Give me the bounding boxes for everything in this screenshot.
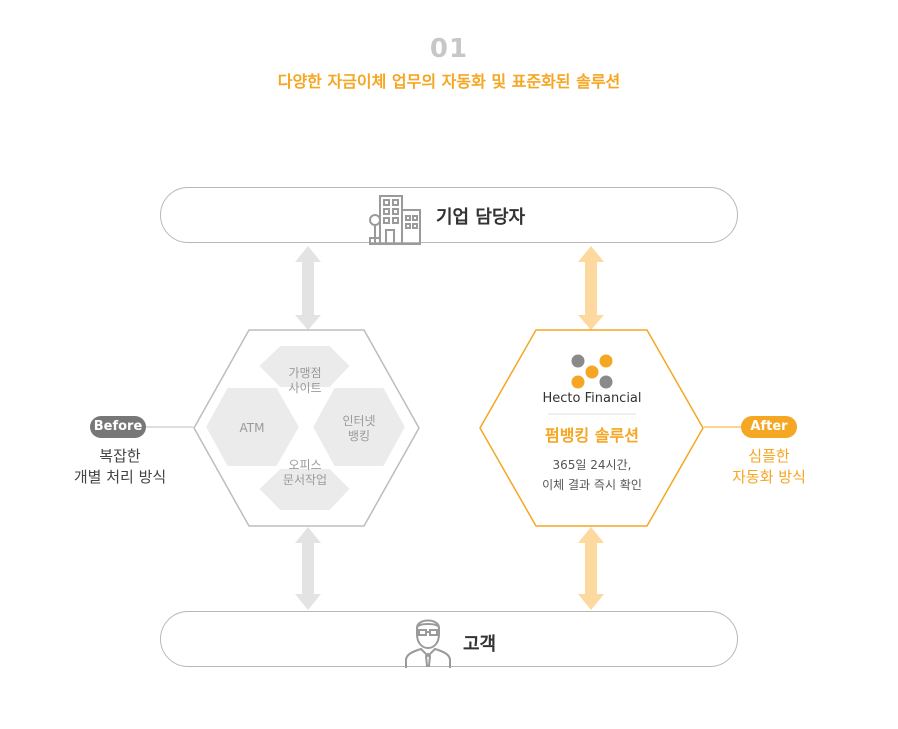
- building-icon: [368, 190, 424, 250]
- after-caption-line2: 자동화 방식: [732, 468, 806, 486]
- solution-desc-line2: 이체 결과 즉시 확인: [542, 478, 642, 492]
- after-caption-line1: 심플한: [748, 447, 790, 465]
- brand-name: Hecto Financial: [542, 391, 641, 406]
- hex-office-line1: 오피스: [288, 458, 321, 472]
- step-number: 01: [429, 34, 469, 64]
- before-caption-line2: 개별 처리 방식: [73, 468, 167, 486]
- after-badge: After: [741, 416, 797, 438]
- hex-internet-line1: 인터넷: [342, 414, 375, 428]
- page-subtitle: 다양한 자금이체 업무의 자동화 및 표준화된 솔루션: [277, 72, 621, 91]
- hex-office-line2: 문서작업: [283, 473, 327, 487]
- after-caption: 심플한 자동화 방식: [699, 446, 839, 488]
- bottom-bar-label: 고객: [463, 634, 497, 655]
- top-bar-label: 기업 담당자: [436, 207, 526, 228]
- hex-office-docs: [256, 467, 353, 512]
- hex-merchant-line1: 가맹점: [288, 366, 321, 380]
- hex-merchant-site: [256, 344, 353, 389]
- after-top-arrow: [578, 246, 604, 330]
- before-caption: 복잡한 개별 처리 방식: [50, 446, 190, 488]
- before-top-arrow: [295, 246, 321, 330]
- after-bottom-arrow: [578, 527, 604, 610]
- hex-internet-banking: [310, 386, 408, 468]
- top-bar: [160, 187, 738, 243]
- solution-title: 펌뱅킹 솔루션: [545, 426, 639, 445]
- solution-desc-line1: 365일 24시간,: [553, 458, 632, 472]
- hex-atm: [203, 386, 302, 468]
- before-bottom-arrow: [295, 527, 321, 610]
- hex-merchant-line2: 사이트: [288, 381, 321, 395]
- businessman-icon: [402, 614, 454, 674]
- hex-internet-line2: 뱅킹: [348, 429, 370, 443]
- after-outer-hexagon: [479, 329, 704, 527]
- hex-atm-label: ATM: [240, 421, 265, 435]
- before-caption-line1: 복잡한: [99, 447, 141, 465]
- before-outer-hexagon: [193, 329, 420, 527]
- hecto-logo-icon: [571, 354, 613, 389]
- before-badge: Before: [90, 416, 146, 438]
